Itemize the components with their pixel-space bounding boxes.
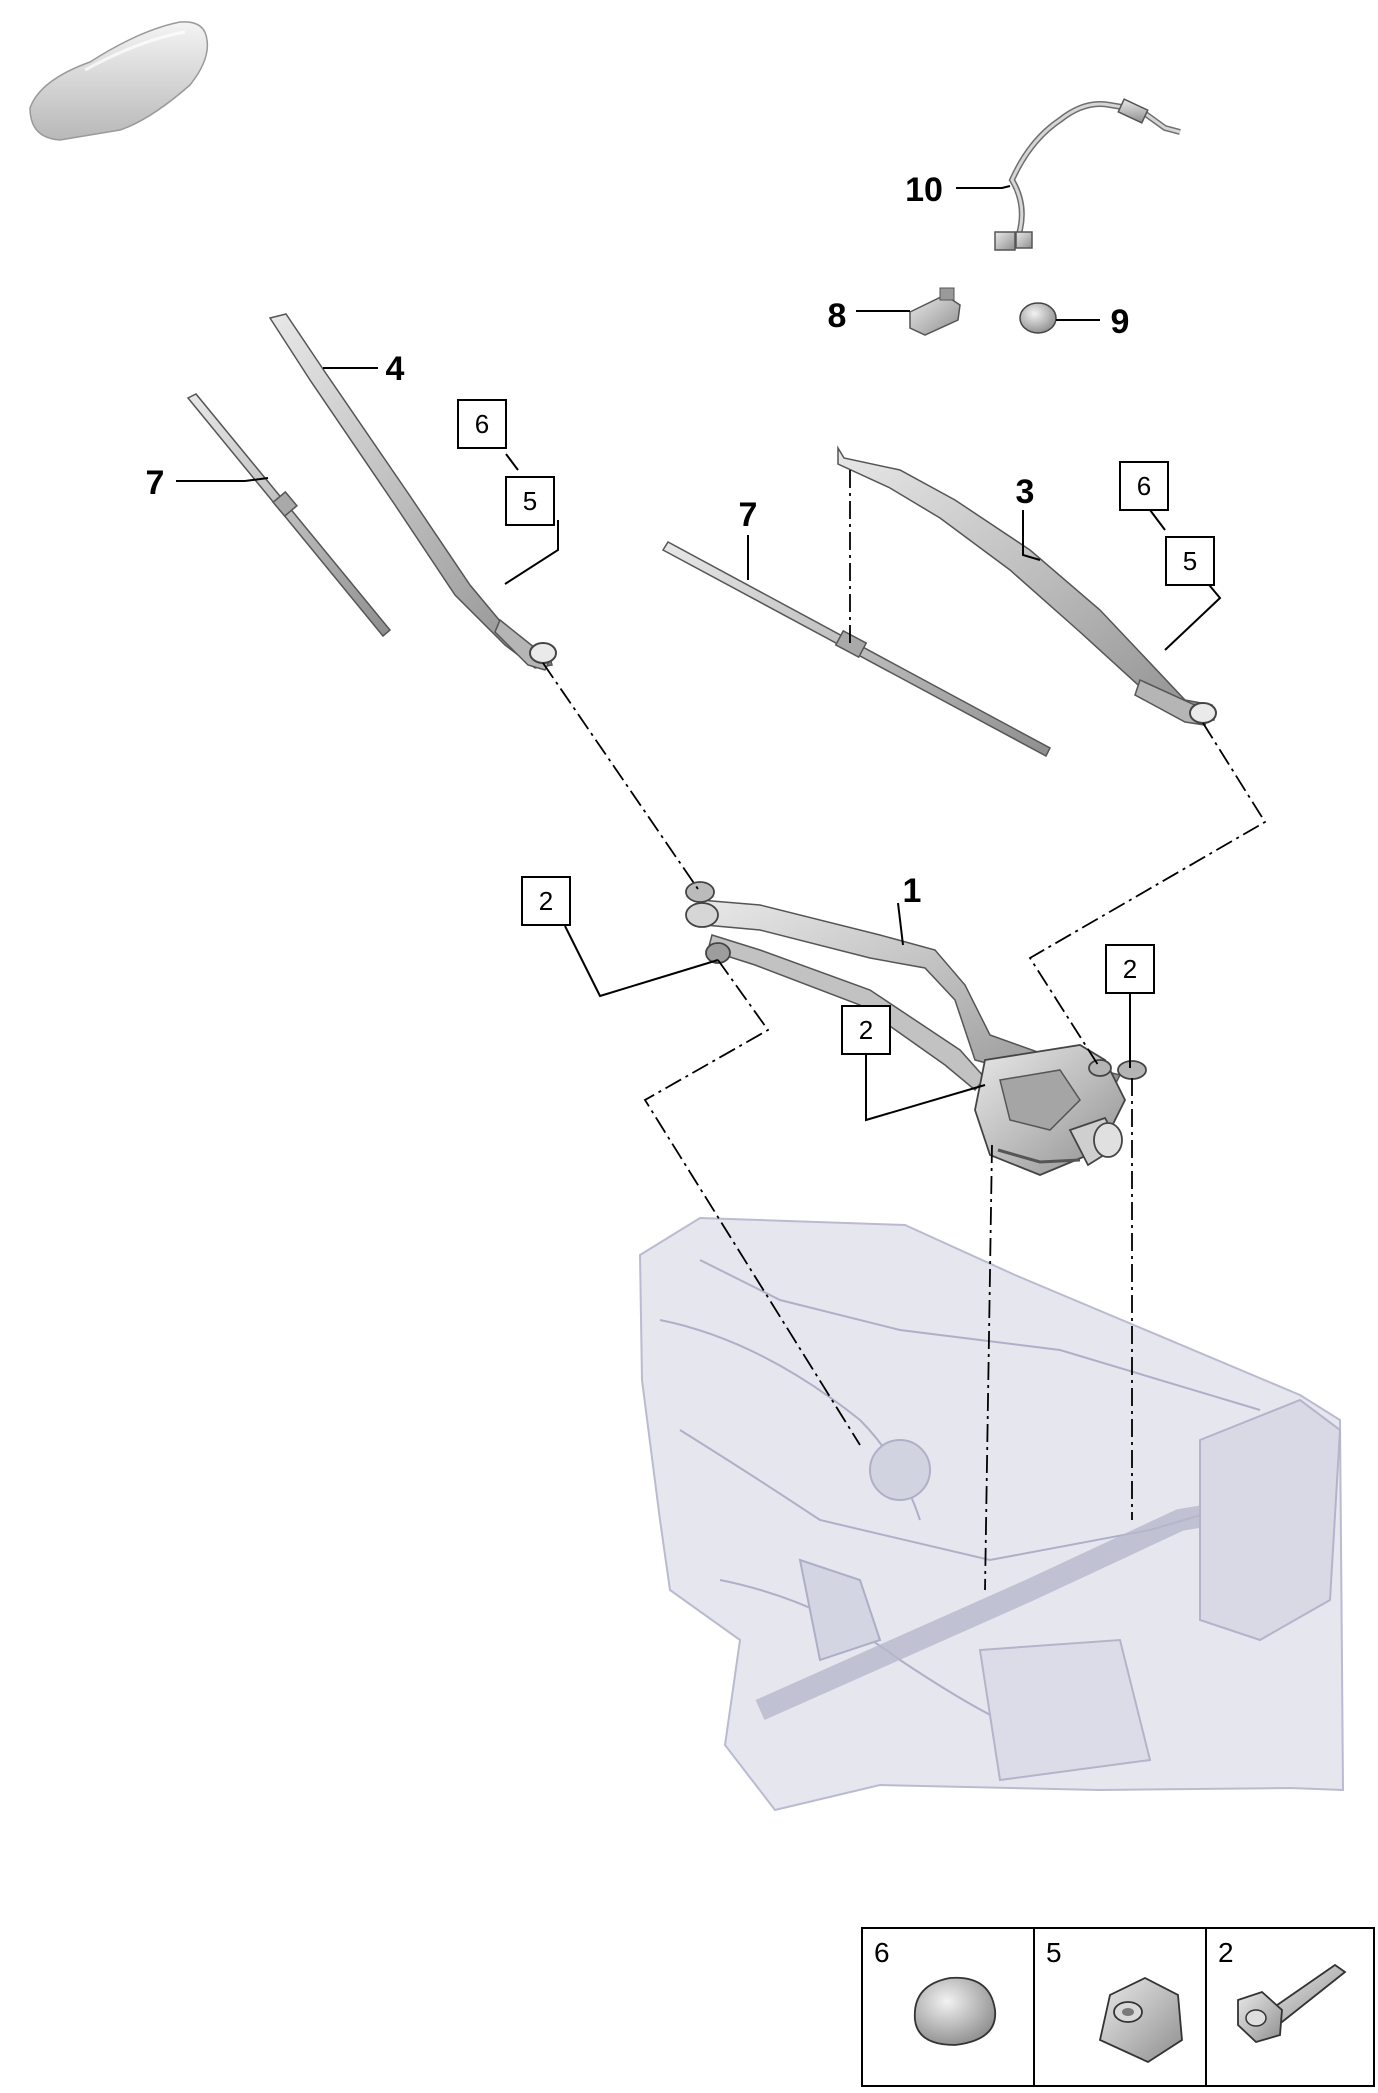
boxed-ref-6-left: 6 — [457, 399, 507, 449]
wiper-linkage-motor-part — [685, 881, 1147, 1176]
boxed-ref-5-right: 5 — [1165, 536, 1215, 586]
fastener-legend: 6 5 2 — [861, 1927, 1375, 2087]
callout-part-1: 1 — [903, 872, 922, 910]
wiring-harness-part — [994, 98, 1181, 251]
callout-part-9: 9 — [1111, 303, 1130, 341]
callout-part-4: 4 — [386, 350, 405, 388]
callout-part-8: 8 — [828, 297, 847, 335]
boxed-ref-6-right: 6 — [1119, 461, 1169, 511]
legend-number-2: 2 — [1218, 1937, 1234, 1968]
callout-part-3: 3 — [1016, 473, 1035, 511]
wiper-blade-right-part — [661, 541, 1051, 758]
bolt-icon — [1237, 1963, 1347, 2044]
boxed-ref-2-center: 2 — [841, 1005, 891, 1055]
boxed-ref-label: 5 — [523, 486, 537, 516]
rain-sensor-part — [909, 287, 961, 336]
boxed-ref-label: 2 — [539, 886, 553, 916]
legend-number-6: 6 — [874, 1937, 890, 1968]
wiper-arm-left-part — [268, 313, 557, 671]
boxed-ref-label: 6 — [1137, 471, 1151, 501]
callout-part-7-left: 7 — [146, 464, 165, 502]
boxed-ref-label: 5 — [1183, 546, 1197, 576]
boxed-ref-label: 2 — [859, 1015, 873, 1045]
cap-icon — [913, 1976, 996, 2046]
nut-icon — [1098, 1976, 1183, 2064]
boxed-ref-2-left: 2 — [521, 876, 571, 926]
legend-number-5: 5 — [1046, 1937, 1062, 1968]
boxed-ref-5-left: 5 — [505, 476, 555, 526]
leader-lines — [176, 185, 1222, 1122]
vehicle-thumbnail — [29, 21, 209, 141]
boxed-ref-label: 6 — [475, 409, 489, 439]
wiper-blade-left-part — [186, 393, 392, 638]
boxed-ref-label: 2 — [1123, 954, 1137, 984]
vehicle-body-structure — [638, 1216, 1345, 1812]
boxed-ref-2-right: 2 — [1105, 944, 1155, 994]
sensor-pad-part — [1019, 302, 1057, 334]
callout-part-10: 10 — [905, 171, 943, 209]
callout-part-7-right: 7 — [739, 496, 758, 534]
wiper-arm-right-part — [837, 445, 1217, 726]
assembly-lines — [542, 470, 1267, 1591]
